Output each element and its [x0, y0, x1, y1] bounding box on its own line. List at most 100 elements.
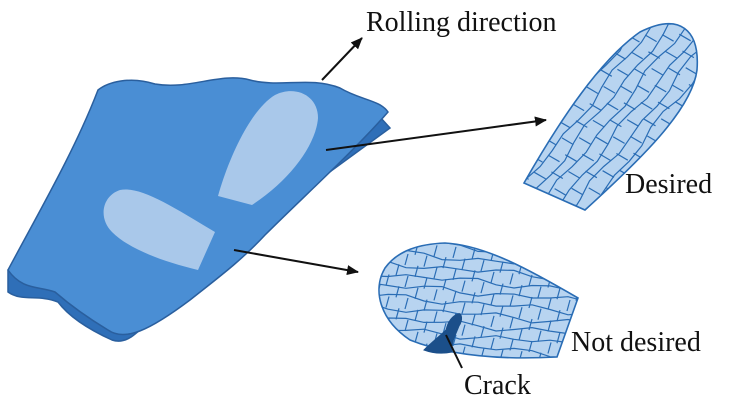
grain-boundary-cross — [567, 256, 578, 263]
grain-boundary-cross — [624, 23, 637, 26]
grain-boundary-cross — [572, 103, 585, 112]
grain-boundary-cross — [433, 289, 438, 301]
grain-boundary-cross — [692, 23, 698, 25]
grain-boundary-cross — [609, 119, 622, 128]
grain-boundary-cross — [648, 51, 661, 59]
grain-boundary-cross — [509, 317, 514, 329]
grain-boundary-cross — [585, 170, 598, 179]
grain-boundary-cross — [579, 52, 592, 61]
grain-boundary-cross — [710, 17, 721, 24]
grain-boundary-cross — [581, 153, 595, 162]
grain-boundary-cross — [629, 135, 643, 144]
grain-boundary-cross — [612, 136, 625, 144]
grain-boundary-cross — [603, 85, 616, 94]
grain-boundary-cross — [634, 68, 647, 77]
grain-boundary-cross — [433, 267, 438, 279]
grain-boundary-cross — [622, 2, 633, 9]
grain-boundary-cross — [537, 308, 542, 320]
grain-boundary-cross — [433, 311, 438, 323]
grain-boundary-cross — [564, 154, 577, 162]
grain-boundary-cross — [507, 207, 518, 214]
grain-boundary-cross — [657, 101, 670, 110]
grain-boundary-cross — [696, 33, 698, 41]
grain-boundary-cross — [671, 84, 684, 93]
grain-boundary-cross — [578, 137, 591, 145]
grain-boundary-cross — [461, 280, 466, 292]
grain-boundary-cross — [378, 243, 381, 252]
grain-boundary-cross — [414, 287, 419, 299]
grain-boundary-cross — [528, 274, 533, 287]
grain-boundary-cross — [613, 51, 626, 60]
grain-boundary-line — [378, 317, 578, 335]
grain-boundary-line — [551, 36, 698, 211]
grain-boundary-cross — [524, 172, 529, 180]
grain-boundary-cross — [675, 23, 688, 25]
grain-boundary-cross — [404, 253, 409, 266]
grain-boundary-cross — [385, 296, 390, 308]
not-desired-blank — [378, 242, 579, 369]
grain-boundary-cross — [423, 255, 428, 267]
grain-boundary-cross — [582, 69, 596, 78]
grain-boundary-cross — [472, 358, 475, 369]
grain-boundary-cross — [547, 239, 558, 246]
grain-boundary-cross — [527, 138, 540, 146]
grain-boundary-cross — [385, 340, 390, 352]
grain-boundary-cross — [490, 337, 495, 350]
grain-boundary-cross — [665, 50, 678, 59]
grain-boundary-cross — [461, 302, 466, 314]
grain-boundary-cross — [620, 85, 633, 94]
grain-boundary-cross — [668, 67, 681, 76]
grain-boundary-cross — [486, 190, 497, 197]
grain-boundary-cross — [497, 156, 508, 163]
grain-boundary-cross — [541, 121, 554, 129]
grain-boundary-cross — [385, 252, 390, 264]
grain-boundary-cross — [673, 1, 684, 8]
grain-boundary-line — [378, 293, 578, 316]
grain-boundary-cross — [442, 256, 447, 269]
grain-boundary-cross — [509, 339, 514, 351]
grain-boundary-cross — [538, 104, 551, 112]
grain-boundary-cross — [578, 222, 589, 229]
grain-boundary-cross — [442, 300, 447, 313]
grain-boundary-cross — [654, 84, 667, 93]
grain-boundary-cross — [499, 261, 504, 273]
grain-boundary-cross — [414, 353, 419, 358]
not-desired-label: Not desired — [571, 327, 701, 358]
grain-boundary-cross — [703, 67, 714, 74]
arrow-to-not-desired — [233, 249, 359, 276]
grain-boundary-cross — [610, 35, 623, 43]
grain-boundary-cross — [378, 328, 381, 340]
grain-boundary-cross — [540, 205, 553, 211]
grain-boundary-line — [378, 273, 578, 291]
grain-boundary-cross — [656, 1, 667, 8]
blank-lower — [103, 189, 215, 270]
grain-boundary-cross — [640, 101, 653, 110]
grain-boundary-cross — [471, 336, 476, 348]
grain-boundary-cross — [395, 352, 400, 358]
grain-boundary-cross — [499, 327, 504, 339]
grain-boundary-cross — [561, 137, 574, 146]
grain-boundary-cross — [651, 67, 664, 76]
grain-boundary-cross — [557, 204, 570, 211]
grain-boundary-cross — [378, 262, 381, 274]
grain-boundary-cross — [511, 139, 522, 146]
grain-boundary-cross — [595, 136, 608, 145]
grain-boundary-cross — [566, 277, 571, 290]
grain-boundary-cross — [547, 320, 552, 332]
grain-boundary-cross — [547, 254, 552, 266]
grain-boundary-cross — [483, 173, 494, 180]
grain-boundary-cross — [518, 329, 523, 341]
sheet-top-face — [7, 77, 389, 336]
grain-boundary-cross — [571, 187, 584, 196]
grain-boundary-cross — [452, 268, 457, 281]
grain-boundary-cross — [637, 85, 650, 93]
grain-boundary-cross — [499, 349, 504, 358]
grain-boundary-cross — [414, 309, 419, 321]
grain-boundary-cross — [720, 67, 731, 74]
grain-boundary-cross — [547, 298, 552, 310]
grain-boundary-cross — [616, 152, 629, 161]
grain-boundary-cross — [423, 277, 428, 289]
grain-boundary-cross — [650, 152, 663, 160]
grain-boundary-cross — [606, 102, 619, 111]
grain-boundary-cross — [433, 355, 438, 358]
